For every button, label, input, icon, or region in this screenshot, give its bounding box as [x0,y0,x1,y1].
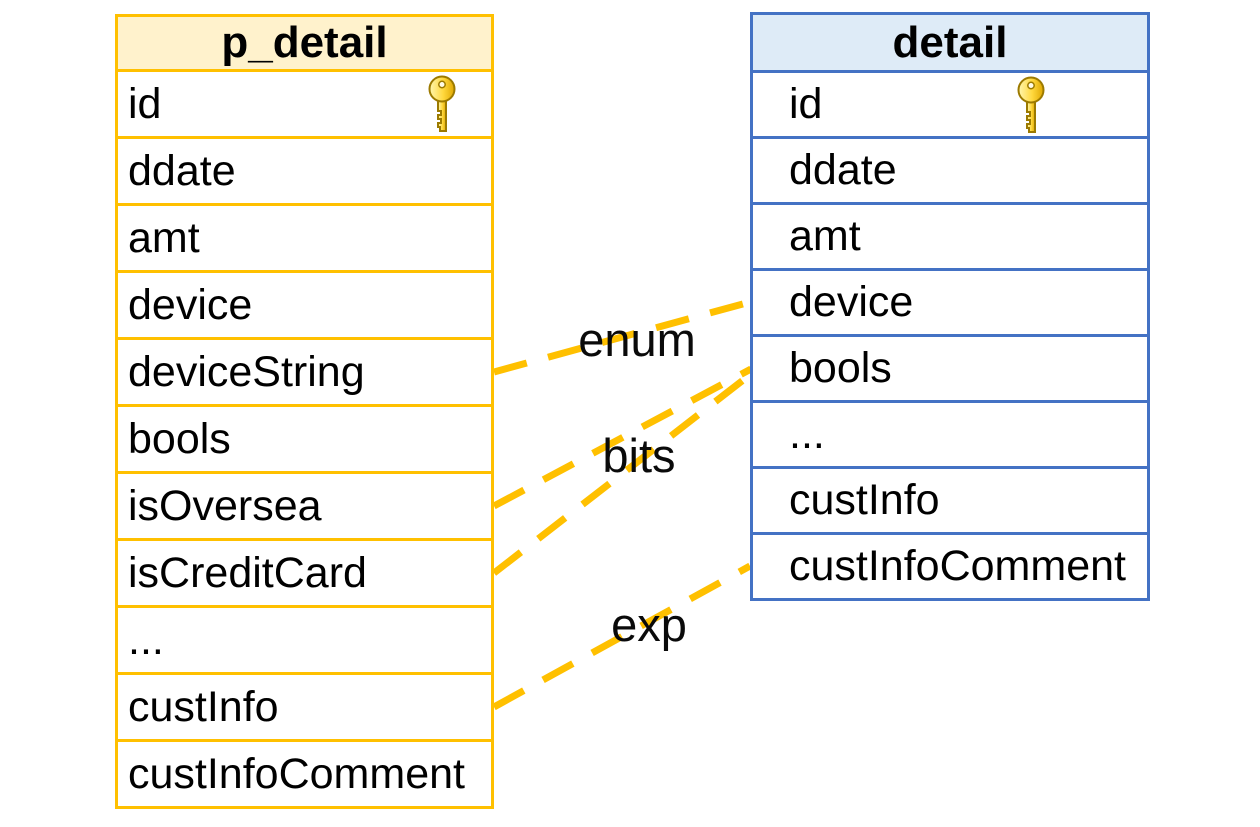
row-label: custInfo [789,476,940,524]
row-amt: amt [750,202,1150,271]
row-ddate: ddate [115,136,494,206]
row-label: ... [789,410,825,458]
row-label: custInfo [128,682,279,731]
row-bools: bools [750,334,1150,403]
connector-label-bits: bits [602,429,675,482]
row-label: custInfoComment [789,542,1126,590]
row-label: isCreditCard [128,548,367,597]
row-id: id [115,69,494,139]
row-custInfoComment: custInfoComment [750,532,1150,601]
row-custInfo: custInfo [115,672,494,742]
row-device: device [750,268,1150,337]
row-ellipsis: ... [750,400,1150,469]
row-label: bools [789,344,892,392]
row-deviceString: deviceString [115,337,494,407]
row-label: id [128,79,162,128]
row-label: isOversea [128,481,322,530]
row-id: id [750,70,1150,139]
row-label: device [789,278,914,326]
row-label: amt [789,212,861,260]
connector-label-exp: exp [611,598,687,651]
connector-line-exp [492,562,752,711]
table-p-detail: p_detail id ddate amt [115,14,494,809]
row-ellipsis: ... [115,605,494,675]
row-isOversea: isOversea [115,471,494,541]
row-device: device [115,270,494,340]
row-label: amt [128,213,200,262]
row-label: custInfoComment [128,749,465,798]
connector-label-enum: enum [578,313,696,366]
row-label: device [128,280,253,329]
row-label: id [789,80,823,128]
row-amt: amt [115,203,494,273]
connector-line-bits-1 [492,365,753,510]
connector-line-enum [493,298,751,376]
row-isCreditCard: isCreditCard [115,538,494,608]
row-ddate: ddate [750,136,1150,205]
row-label: bools [128,414,231,463]
row-label: ddate [789,146,897,194]
row-bools: bools [115,404,494,474]
primary-key-icon [428,75,456,132]
row-label: ddate [128,146,236,195]
table-detail: detail id ddate amt [750,12,1150,601]
row-label: deviceString [128,347,365,396]
row-custInfoComment: custInfoComment [115,739,494,809]
primary-key-icon [1017,76,1045,133]
row-custInfo: custInfo [750,466,1150,535]
table-p-detail-header: p_detail [115,14,494,72]
table-detail-header: detail [750,12,1150,73]
row-label: ... [128,615,164,664]
